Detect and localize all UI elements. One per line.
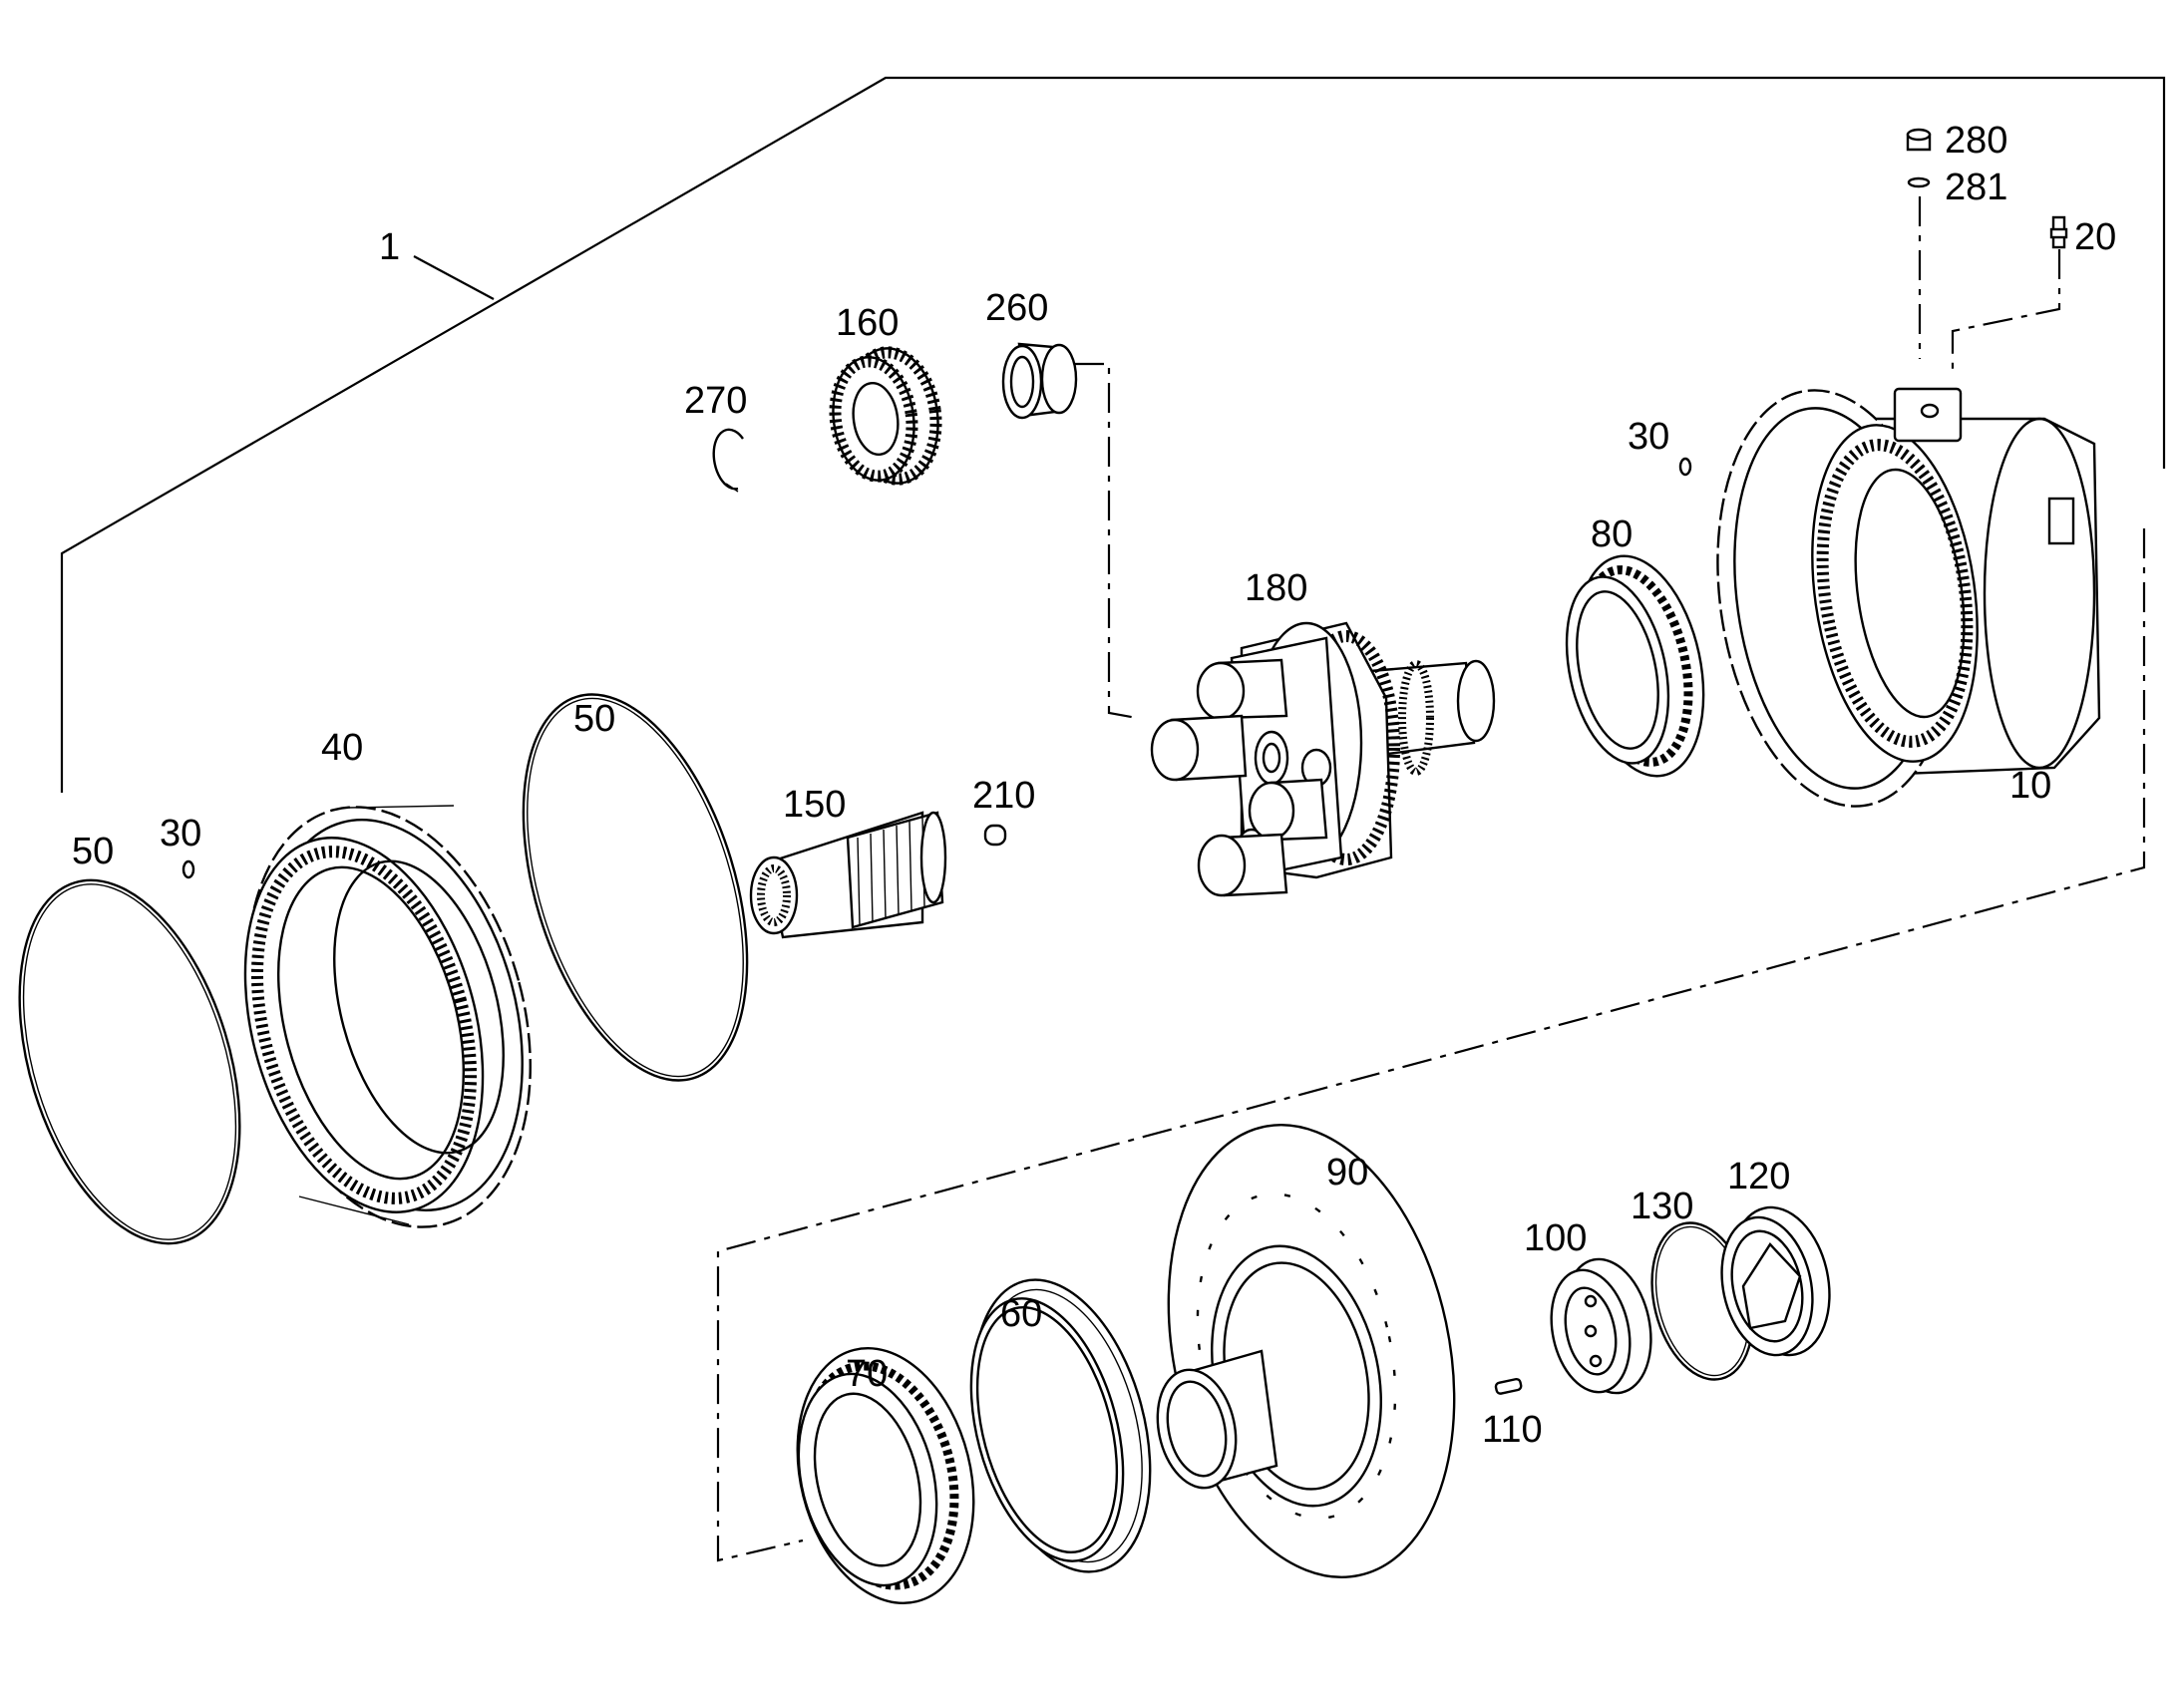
part-260-bushing <box>1001 342 1078 420</box>
callout-labels: 1 10 20 30 30 40 50 50 60 70 80 90 100 1… <box>72 120 2116 1451</box>
callout-150: 150 <box>783 784 846 826</box>
callout-110: 110 <box>1482 1409 1543 1451</box>
callout-40: 40 <box>321 727 363 769</box>
part-10-housing <box>1716 387 2101 808</box>
part-281-o-ring <box>1907 176 1931 188</box>
callout-60: 60 <box>1000 1293 1042 1335</box>
part-180-planet-carrier <box>1150 621 1496 897</box>
callout-30-left: 30 <box>160 813 201 854</box>
part-60-ring-seal <box>969 1278 1152 1573</box>
assembly-bracket <box>60 76 2166 1562</box>
part-70-roller-bearing <box>796 1346 975 1605</box>
part-280-plug <box>1906 128 1932 152</box>
part-50-seal-ring-middle <box>522 693 749 1082</box>
leader-line-1 <box>413 255 495 300</box>
callout-270: 270 <box>684 380 747 422</box>
callout-30-right: 30 <box>1628 416 1669 458</box>
part-80-roller-bearing <box>1565 554 1705 778</box>
part-120-cover <box>1720 1205 1831 1357</box>
part-270-snap-ring <box>712 428 744 493</box>
callout-260: 260 <box>985 287 1048 329</box>
callout-50-middle: 50 <box>573 698 615 740</box>
callout-210: 210 <box>972 775 1035 817</box>
part-40-ring-gear <box>243 805 532 1228</box>
dashed-line-20 <box>1951 249 2061 369</box>
callout-100: 100 <box>1524 1217 1587 1259</box>
part-20-bolt <box>2049 215 2068 249</box>
part-30-pin-right <box>1678 457 1692 477</box>
part-50-seal-ring-left <box>18 878 241 1245</box>
dashed-assembly-line <box>716 528 2146 1562</box>
callout-70: 70 <box>846 1353 888 1395</box>
part-110-pin <box>1494 1377 1523 1395</box>
part-150-sun-shaft <box>749 811 947 939</box>
callout-281: 281 <box>1945 167 2007 208</box>
callout-160: 160 <box>836 302 899 344</box>
callout-130: 130 <box>1631 1186 1693 1227</box>
callout-50-left: 50 <box>72 831 114 872</box>
callout-1: 1 <box>379 226 400 268</box>
callout-90: 90 <box>1326 1152 1368 1194</box>
callout-120: 120 <box>1727 1156 1790 1197</box>
part-90-wheel-hub <box>1156 1124 1456 1578</box>
part-100-bearing-nut <box>1550 1257 1652 1395</box>
callout-80: 80 <box>1591 513 1633 555</box>
part-30-pin-left <box>182 859 195 879</box>
dashed-line-260 <box>1074 362 1138 720</box>
part-160-planet-gear <box>829 346 942 486</box>
callout-20: 20 <box>2074 216 2116 258</box>
callout-180: 180 <box>1245 567 1307 609</box>
callout-280: 280 <box>1945 120 2007 162</box>
part-210-pin <box>983 824 1007 847</box>
callout-10: 10 <box>2009 765 2051 807</box>
